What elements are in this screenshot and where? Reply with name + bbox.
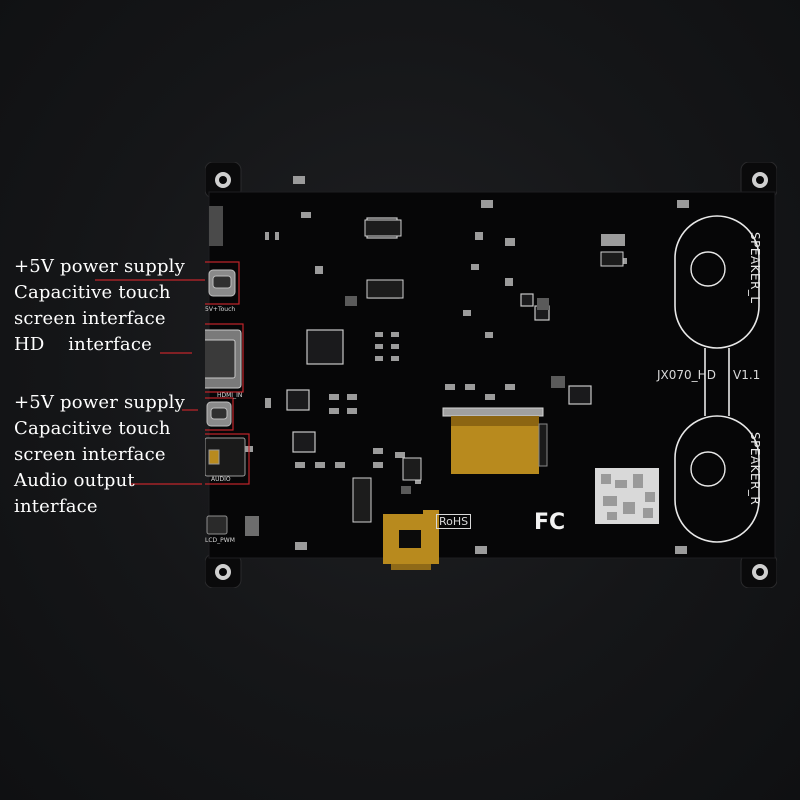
callout-1-line-4: HD interface [14,334,152,355]
callout-2-line-3: screen interface [14,444,166,465]
port-usb-c-power [208,269,236,297]
callout-group-2: +5V power supply Capacitive touch screen… [14,390,185,520]
silk-lcd-pwm: LCD_PWM [205,537,235,544]
main-ic [306,329,344,365]
callout-2-line-4: Audio output [14,470,135,491]
model-label: JX070_HD [657,368,716,382]
header-connector-top [364,219,402,237]
pcb-board-graphic [205,162,777,588]
callout-group-1: +5V power supply Capacitive touch screen… [14,254,185,358]
side-connector [352,477,372,523]
port-usb-c-touch [206,401,232,427]
port-audio-jack [205,437,246,477]
silk-5v-touch: 5V+Touch [205,306,236,313]
callout-1-line-1: +5V power supply [14,256,186,277]
callout-2-line-2: Capacitive touch [14,418,171,439]
callout-1-line-2: Capacitive touch [14,282,171,303]
callout-2-line-1: +5V power supply [14,392,186,413]
callout-frame-touch [205,397,234,431]
callout-frame-audio [205,433,250,485]
port-hdmi [205,329,242,389]
speaker-left-label: SPEAKER_L [748,232,762,304]
callout-frame-hdmi [205,323,244,393]
port-lcd-pwm [206,515,228,535]
callout-1-line-3: screen interface [14,308,166,329]
silk-audio: AUDIO [211,476,231,483]
header-connector-mid [366,279,404,299]
rohs-mark: RoHS [436,514,472,529]
speaker-right-outline [674,415,760,543]
pcb-board: SPEAKER_L SPEAKER_R JX070_HD V1.1 RoHS F… [205,162,777,588]
version-label: V1.1 [733,368,761,382]
callout-frame-power [205,261,240,305]
silk-hdmi-in: HDMI_IN [217,392,243,399]
callout-2-line-5: interface [14,496,98,517]
speaker-left-outline [674,215,760,349]
fc-mark: FC [534,510,566,535]
speaker-right-label: SPEAKER_R [748,432,762,506]
